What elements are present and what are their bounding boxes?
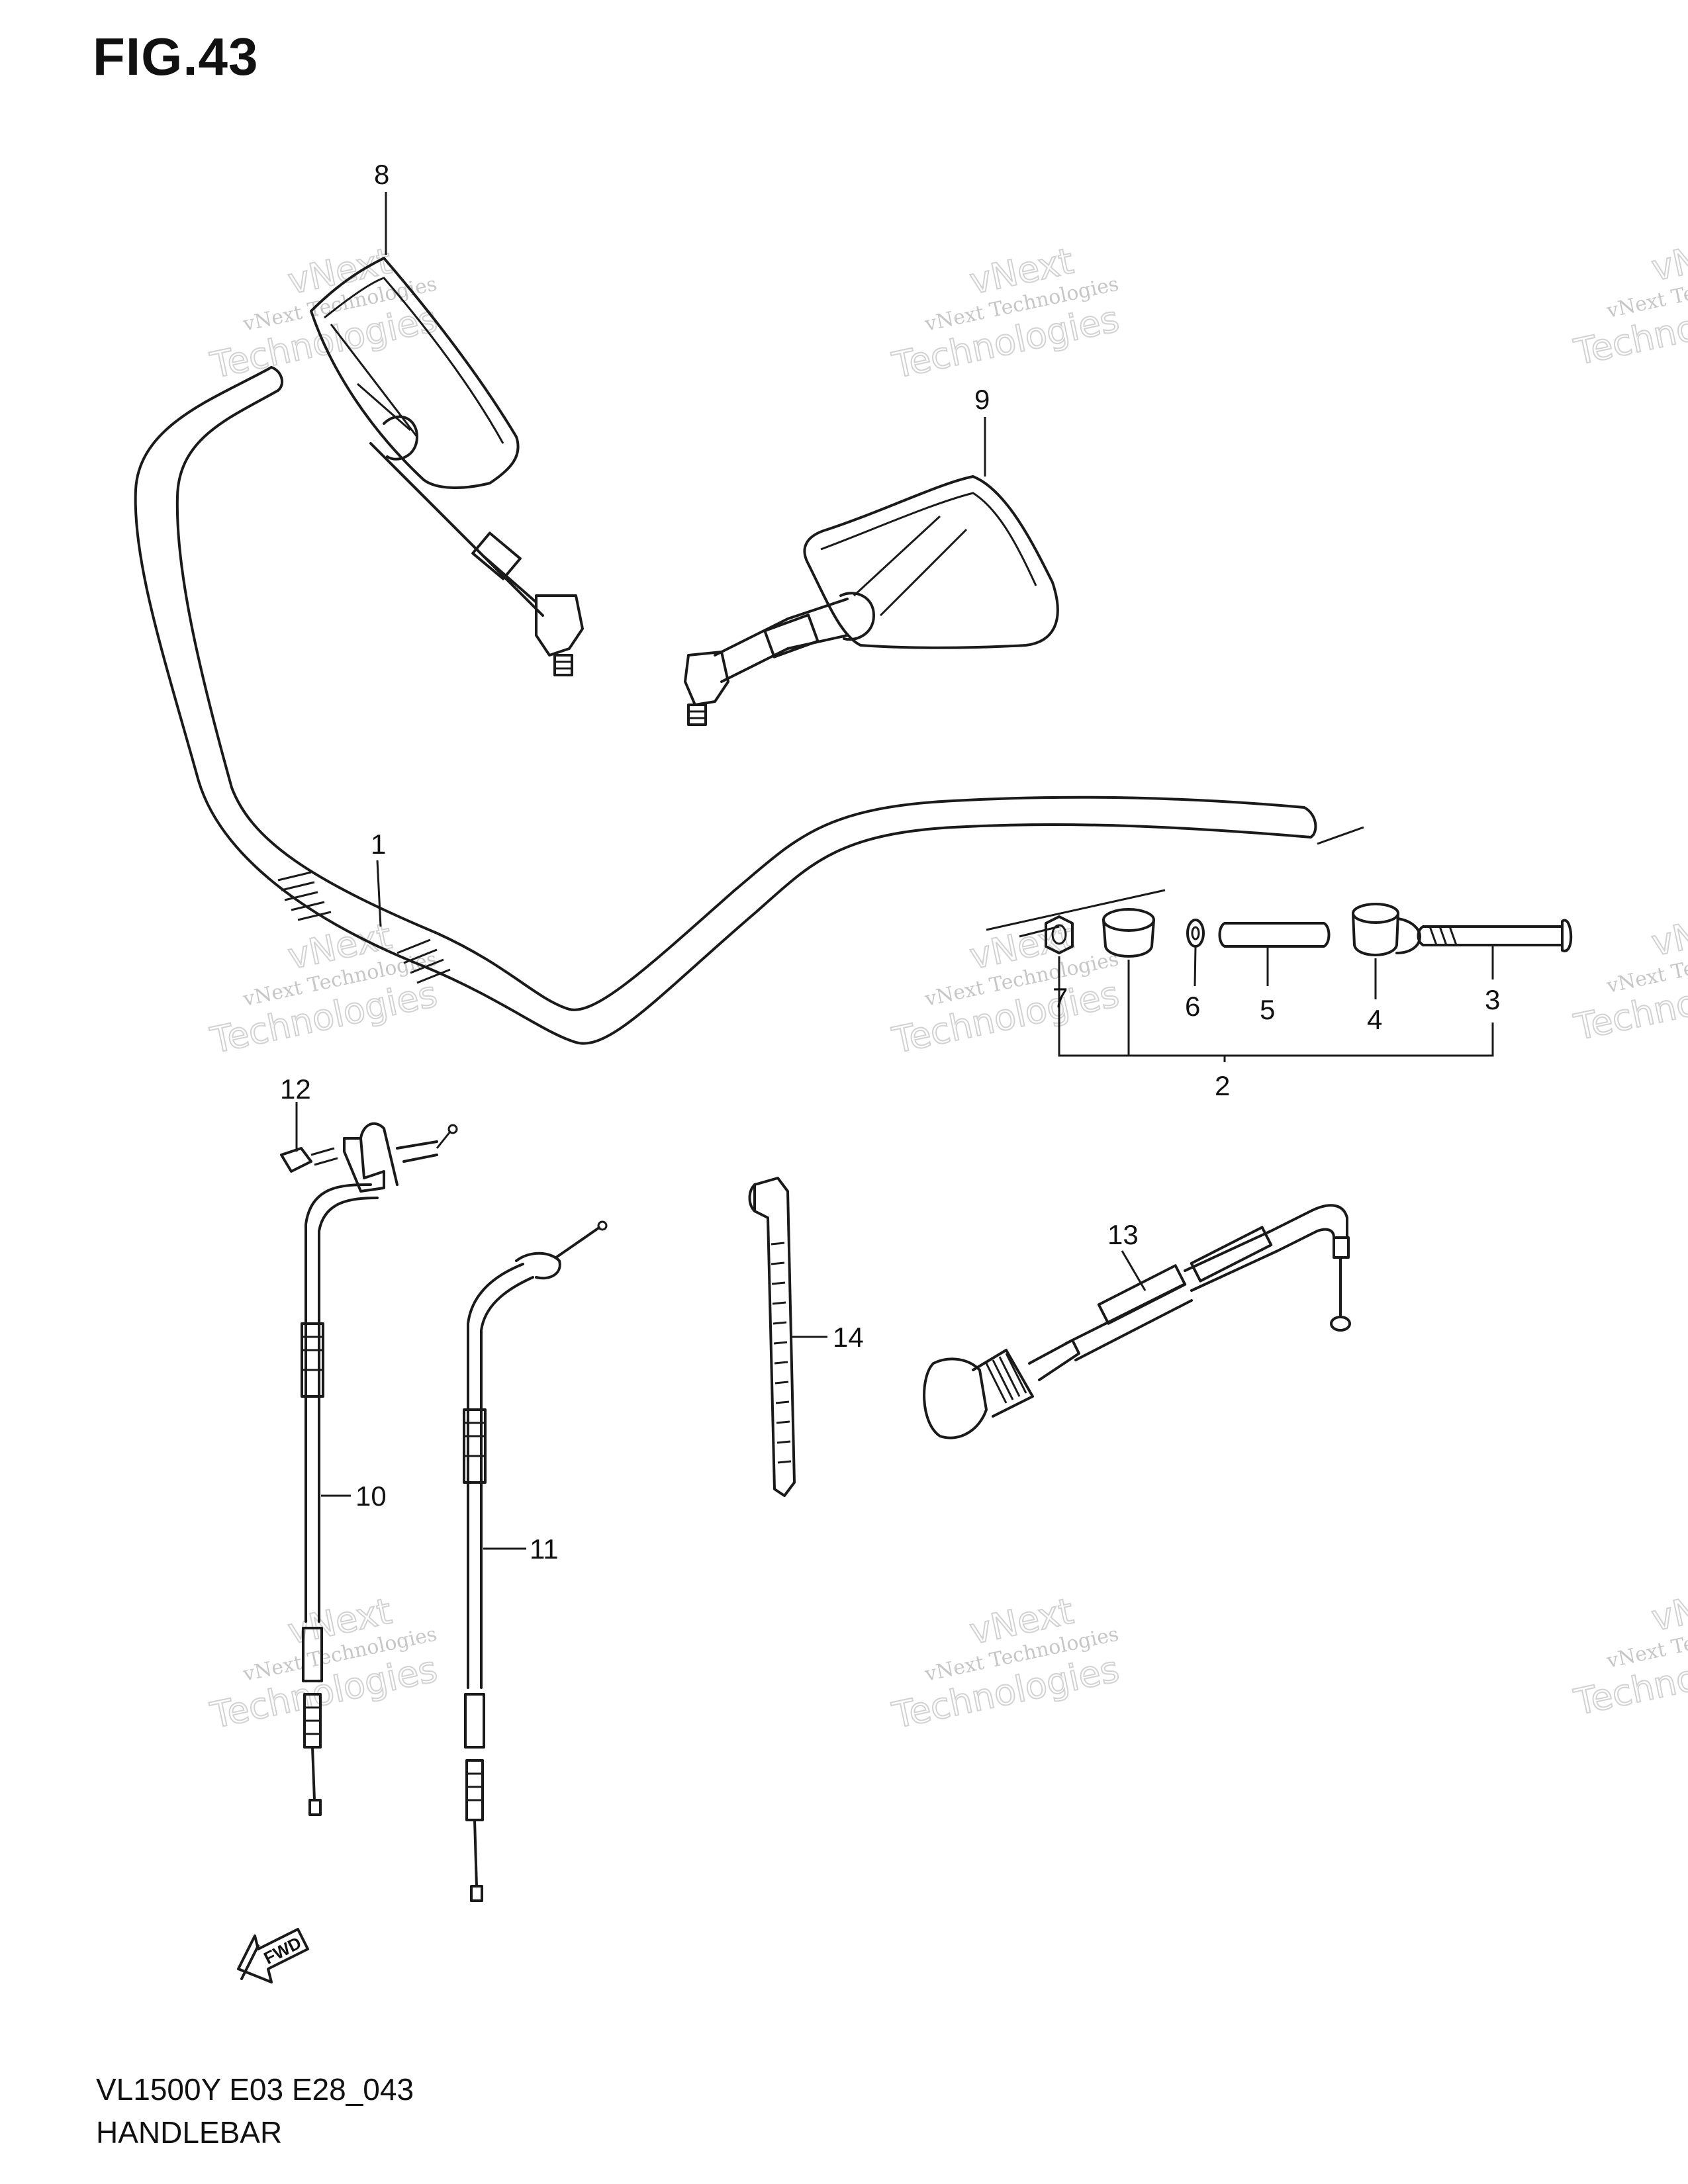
rubber-part-4 <box>1352 903 1421 956</box>
fwd-arrow: FWD <box>237 1928 309 1983</box>
watermark-9: vNext Technologies vNext Technologies <box>1570 1576 1688 1725</box>
watermark-2: vNext Technologies vNext Technologies <box>888 240 1123 388</box>
bolt-part-3 <box>1417 919 1573 952</box>
weight-cylinder <box>1102 908 1155 958</box>
callout-4: 4 <box>1367 1004 1382 1035</box>
callout-11: 11 <box>530 1533 559 1565</box>
choke-cable-part-13 <box>923 1204 1351 1439</box>
svg-text:vNext: vNext <box>1648 1577 1688 1639</box>
callout-1: 1 <box>371 829 386 860</box>
handlebar-part-1 <box>134 366 1317 1045</box>
callout-3: 3 <box>1485 984 1500 1015</box>
callout-5: 5 <box>1260 994 1275 1025</box>
callout-13: 13 <box>1107 1219 1139 1250</box>
callout-10: 10 <box>355 1480 387 1512</box>
watermark-4: vNext Technologies vNext Technologies <box>206 915 441 1063</box>
left-mirror-part-8 <box>310 257 584 676</box>
watermark-8: vNext Technologies vNext Technologies <box>888 1590 1123 1738</box>
figure-title: FIG.43 <box>93 27 259 86</box>
callout-14: 14 <box>833 1322 864 1353</box>
callout-9: 9 <box>974 384 990 415</box>
callout-7: 7 <box>1053 982 1068 1013</box>
cable-part-11 <box>463 1220 608 1902</box>
callout-2: 2 <box>1215 1070 1230 1101</box>
cable-part-10 <box>301 1183 379 1816</box>
right-mirror-part-9 <box>684 475 1059 726</box>
model-code: VL1500Y E03 E28_043 <box>96 2072 414 2107</box>
screw-part-12 <box>280 1147 338 1173</box>
nut-part-7 <box>1045 915 1074 954</box>
clamp-part-14 <box>748 1177 796 1497</box>
svg-text:vNext: vNext <box>1648 227 1688 289</box>
watermark-3: vNext Technologies vNext Technologies <box>1570 226 1688 375</box>
washer-part-6 <box>1186 919 1205 948</box>
watermark-5: vNext Technologies vNext Technologies <box>888 915 1123 1063</box>
watermark-6: vNext Technologies vNext Technologies <box>1570 901 1688 1050</box>
callout-12: 12 <box>280 1073 311 1105</box>
callout-8: 8 <box>374 159 389 190</box>
figure-subtitle: HANDLEBAR <box>96 2115 283 2150</box>
tube-part-5 <box>1218 922 1331 948</box>
callout-6: 6 <box>1185 991 1200 1022</box>
cable-bracket <box>343 1122 458 1193</box>
svg-text:vNext: vNext <box>1648 902 1688 964</box>
balancer-assembly <box>986 826 1573 1062</box>
